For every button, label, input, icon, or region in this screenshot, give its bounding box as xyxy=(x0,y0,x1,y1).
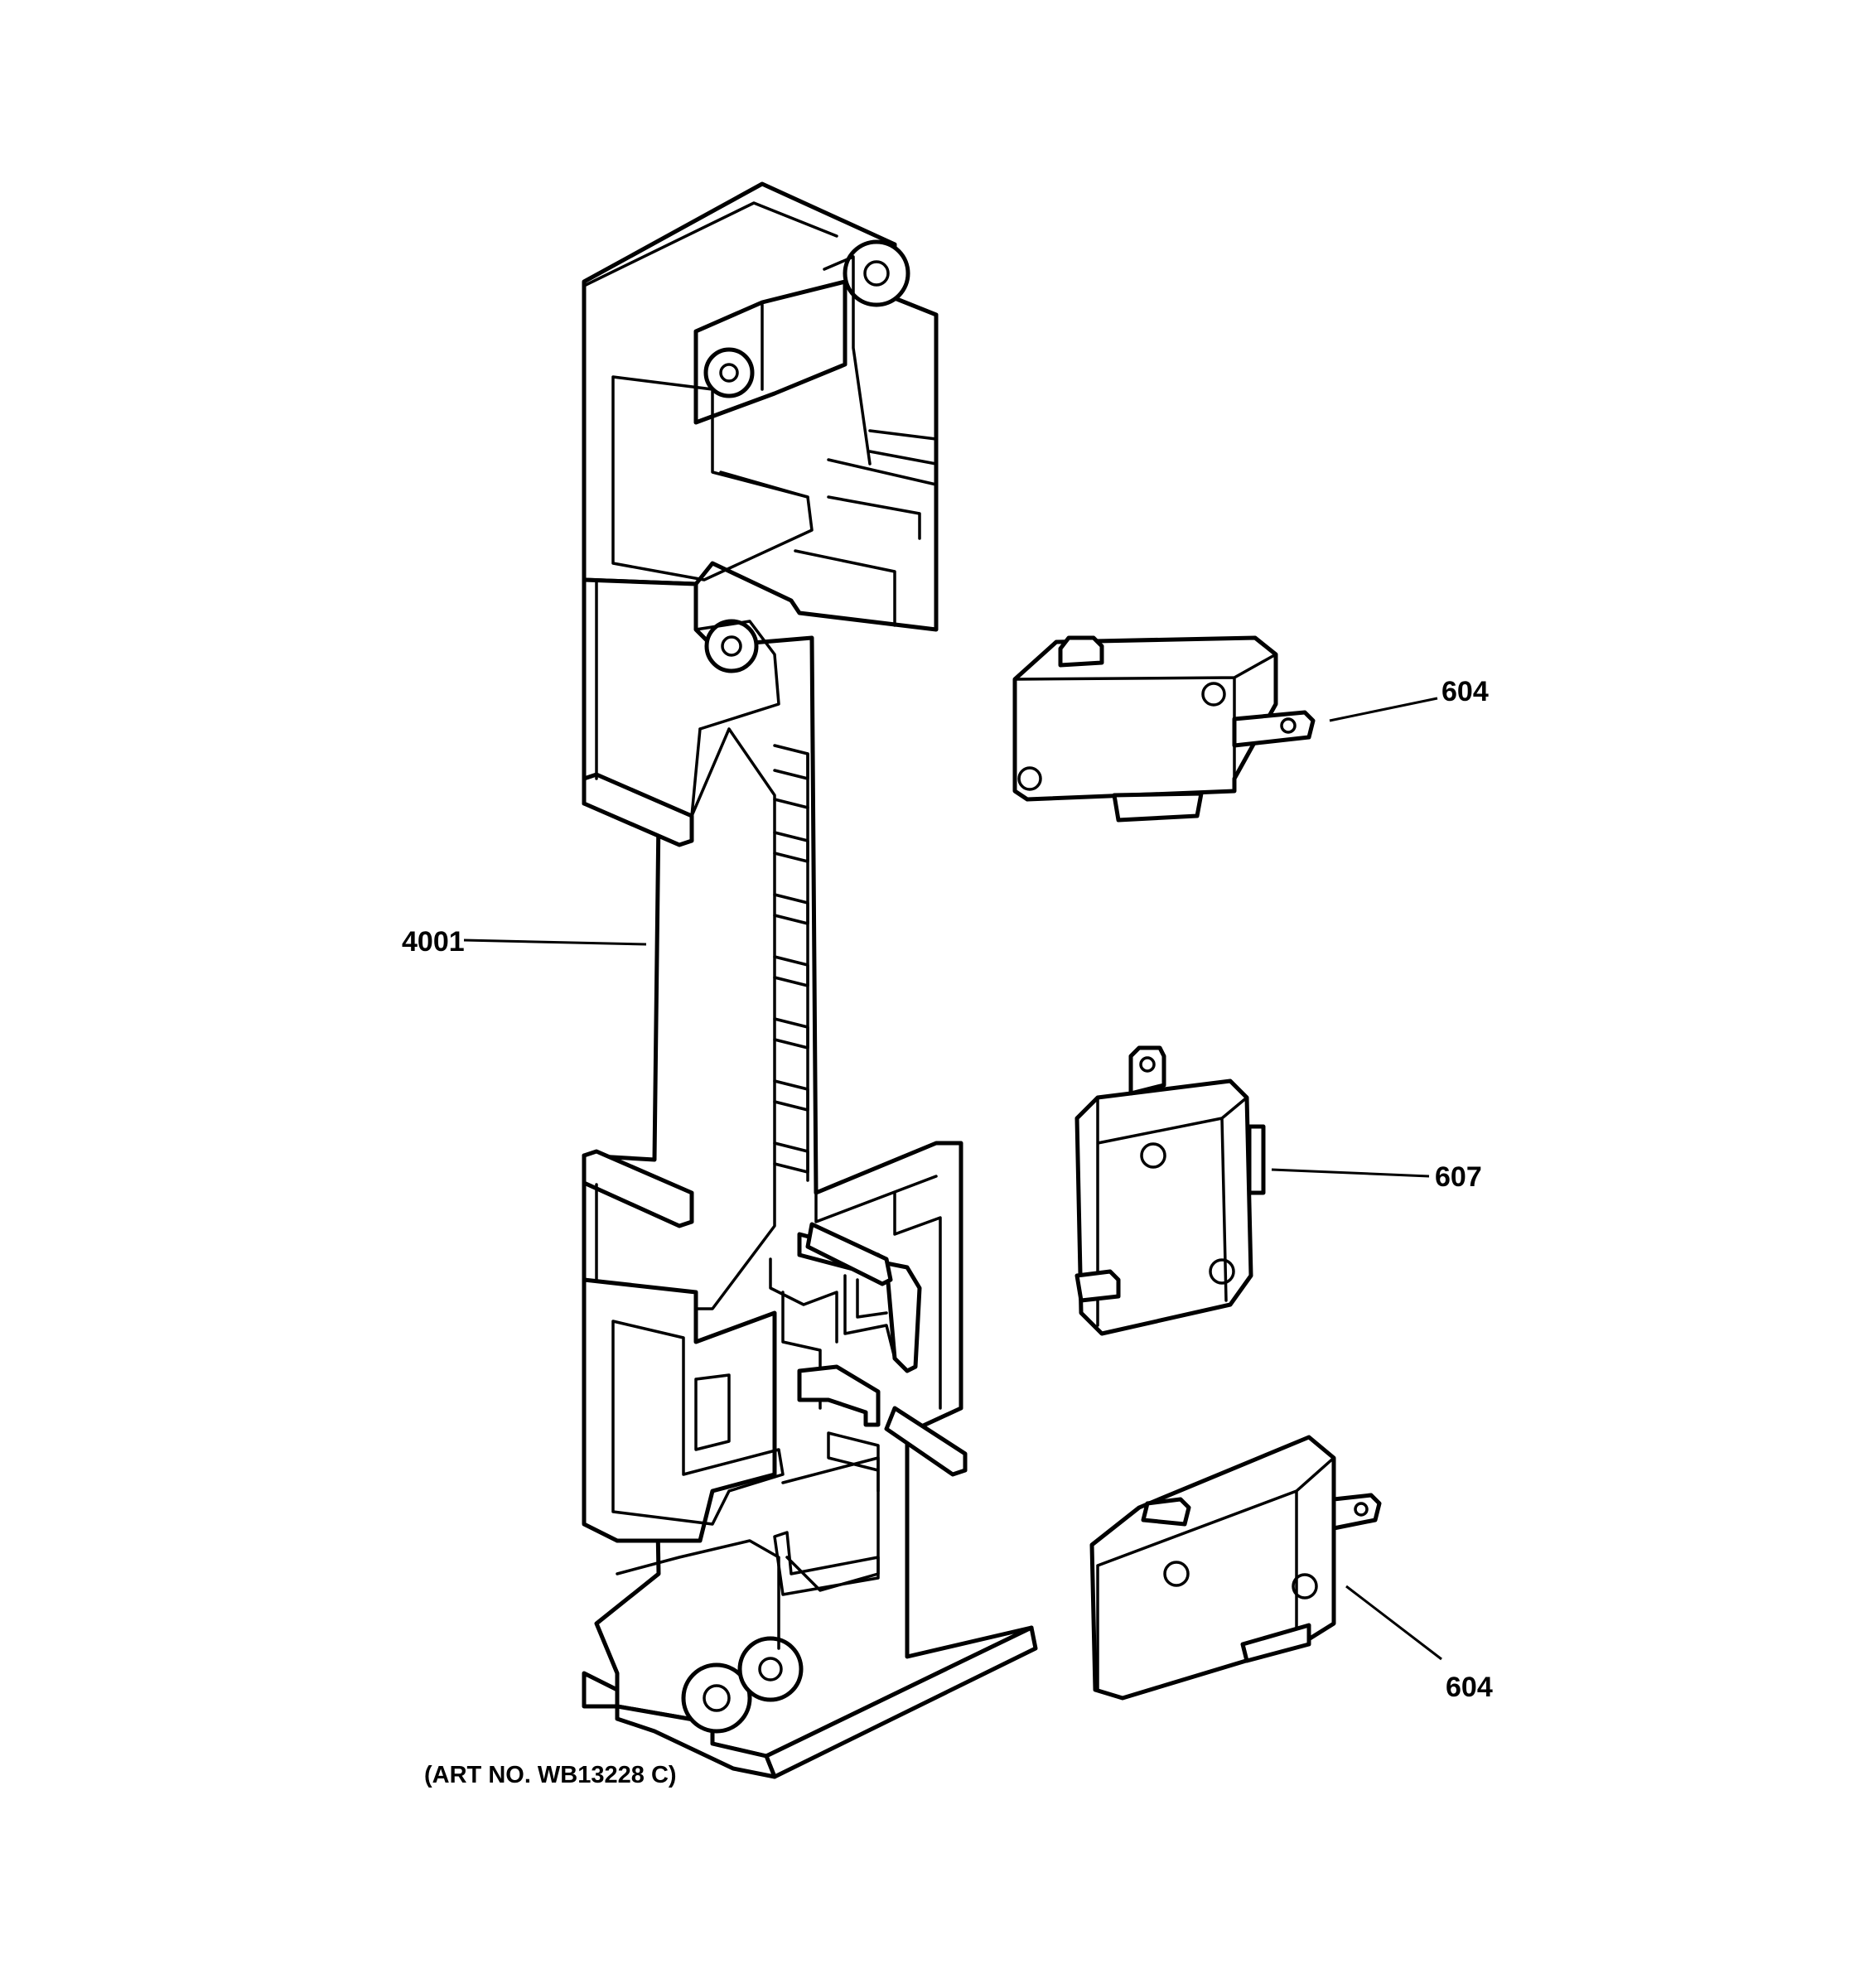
leader-604-bottom xyxy=(1345,1585,1442,1661)
micro-switch-top xyxy=(1012,635,1316,823)
art-number: (ART NO. WB13228 C) xyxy=(424,1762,677,1788)
gear-rack xyxy=(773,744,809,1182)
door-latch-assembly xyxy=(582,181,1038,1779)
callout-607: 607 xyxy=(1435,1161,1482,1193)
leader-604-top xyxy=(1329,697,1438,722)
callout-604-top: 604 xyxy=(1441,676,1489,707)
callout-4001: 4001 xyxy=(402,926,465,958)
micro-switch-middle xyxy=(1074,1045,1266,1336)
latch-pins xyxy=(805,1222,968,1477)
leader-4001 xyxy=(463,939,647,946)
callout-604-bottom: 604 xyxy=(1446,1672,1493,1703)
micro-switch-bottom xyxy=(1089,1435,1382,1701)
leader-607 xyxy=(1271,1168,1430,1178)
